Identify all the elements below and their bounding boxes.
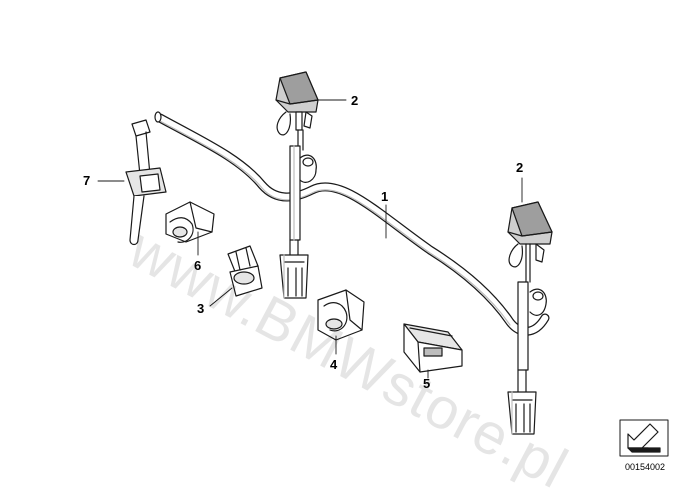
callout-2-right: 2 <box>516 160 524 175</box>
washer-jet-left <box>275 71 319 299</box>
callout-5: 5 <box>423 376 431 391</box>
callout-4: 4 <box>330 357 338 372</box>
hose-harness <box>154 111 550 336</box>
parts-diagram: www.BMWstore.pl 2 1 2 7 6 3 4 5 00154002 <box>83 71 669 501</box>
callout-7: 7 <box>83 173 91 188</box>
leader-lines <box>97 99 523 379</box>
callout-2-left: 2 <box>351 93 359 108</box>
arrow-orientation-icon <box>619 419 669 457</box>
clip-part-3 <box>227 245 263 297</box>
callout-1: 1 <box>381 189 389 204</box>
callout-6: 6 <box>194 258 202 273</box>
cable-tie-holder <box>125 119 167 246</box>
clip-part-4 <box>317 289 365 341</box>
washer-jet-right <box>507 201 553 435</box>
callout-3: 3 <box>197 301 205 316</box>
diagram-drawing <box>97 71 669 457</box>
diagram-id-label: 00154002 <box>625 462 666 472</box>
clip-part-5 <box>403 323 463 373</box>
clip-part-6 <box>165 201 215 243</box>
